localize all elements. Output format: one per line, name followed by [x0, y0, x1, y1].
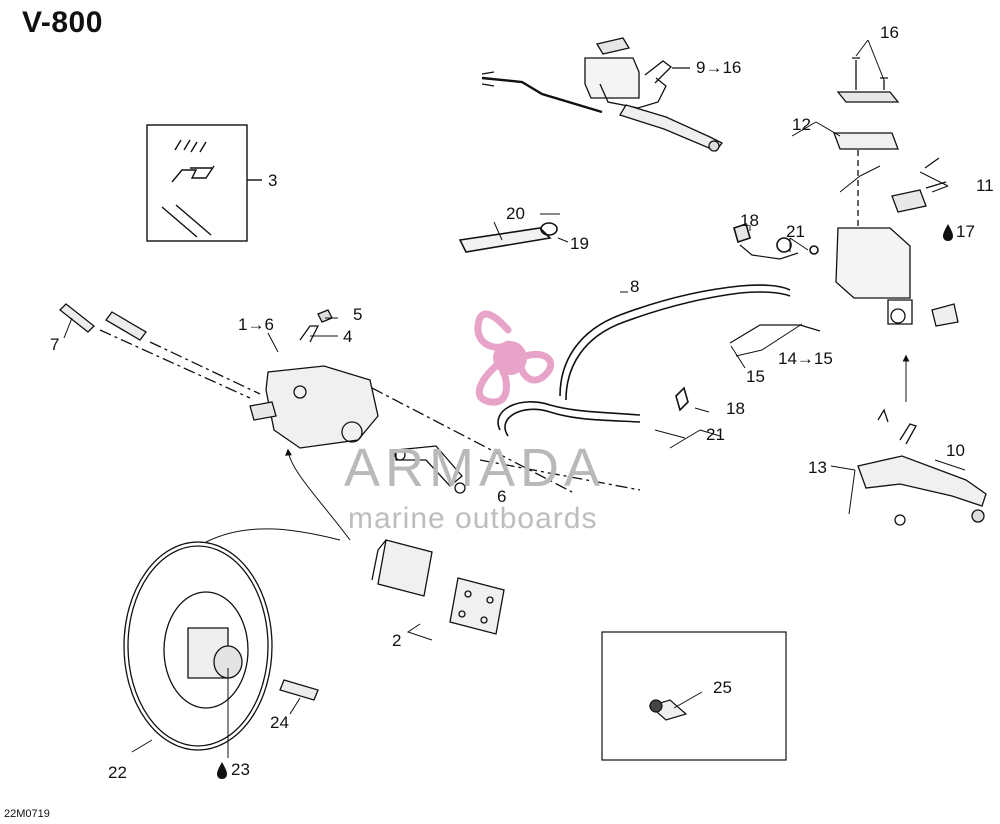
figure-code: 22M0719 [4, 808, 50, 820]
oil-drop-icons [217, 224, 953, 779]
callout-5: 5 [353, 305, 362, 324]
page-title: V-800 [22, 6, 103, 39]
callout-25: 25 [713, 678, 732, 697]
right-master-cylinder-exploded [833, 57, 959, 327]
oil-drop-icon [943, 224, 953, 241]
callout-12: 12 [792, 115, 811, 134]
callout-16: 16 [880, 23, 899, 42]
callout-6: 6 [497, 487, 506, 506]
callout-18-mid: 18 [726, 399, 745, 418]
switch-inset [601, 631, 787, 761]
top-master-cylinder-assembly [481, 37, 723, 152]
pin-kit-inset [146, 124, 262, 242]
leader-lines [63, 39, 966, 758]
callout-13: 13 [808, 458, 827, 477]
brake-pads [371, 539, 505, 635]
callout-3: 3 [268, 171, 277, 190]
callout-21-mid: 21 [706, 425, 725, 444]
callout-24: 24 [270, 713, 289, 732]
callout-23: 23 [231, 760, 250, 779]
oil-drop-icon [217, 762, 227, 779]
brake-disc [123, 528, 341, 751]
callout-21-top: 21 [786, 222, 805, 241]
watermark-tagline: marine outboards [348, 502, 598, 535]
callout-19: 19 [570, 234, 589, 253]
callout-9-16: 9→16 [696, 58, 741, 77]
callout-18-top: 18 [740, 211, 759, 230]
callout-8: 8 [630, 277, 639, 296]
callout-10: 10 [946, 441, 965, 460]
callout-4: 4 [343, 327, 352, 346]
watermark-propeller-logo [474, 310, 555, 406]
callout-20: 20 [506, 204, 525, 223]
callout-22: 22 [108, 763, 127, 782]
callout-2: 2 [392, 631, 401, 650]
callout-11: 11 [976, 176, 994, 195]
right-brake-lever [857, 408, 987, 526]
callout-17: 17 [956, 222, 975, 241]
callout-14-15: 14→15 [778, 349, 833, 368]
watermark-brand: ARMADA [344, 438, 606, 498]
callout-numbers: 1→6 2 3 4 5 6 7 8 9→16 10 11 12 13 14→15… [50, 23, 994, 782]
caliper-assembly [59, 303, 641, 494]
callout-1-6: 1→6 [238, 315, 274, 334]
callout-15: 15 [746, 367, 765, 386]
callout-7: 7 [50, 335, 59, 354]
brake-hoses [458, 222, 821, 437]
